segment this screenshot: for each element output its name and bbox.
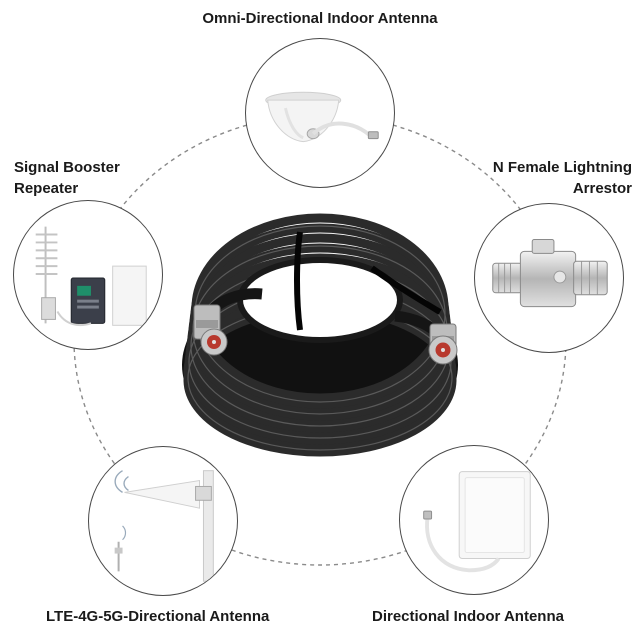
lightning-arrestor-label-line2: Arrestor	[572, 180, 632, 197]
right-n-connector	[428, 323, 458, 365]
signal-booster-kit-icon	[35, 226, 147, 327]
lte-antenna-label-text: LTE-4G-5G-Directional Antenna	[46, 608, 270, 625]
lte-antenna-label: LTE-4G-5G-Directional Antenna	[46, 606, 269, 627]
panel-antenna-label-text: Directional Indoor Antenna	[372, 608, 564, 625]
signal-booster-label-line1: Signal Booster	[14, 159, 120, 176]
lte-antenna-bubble	[88, 446, 238, 596]
signal-booster-label-line2: Repeater	[14, 180, 79, 197]
lightning-arrestor-bubble	[474, 203, 624, 353]
lightning-arrestor-label-line1: N Female Lightning	[492, 159, 632, 176]
panel-antenna-icon	[423, 471, 531, 573]
omni-antenna-label-text: Omni-Directional Indoor Antenna	[202, 10, 438, 27]
lightning-arrestor-icon	[492, 239, 608, 308]
signal-booster-label: Signal Booster Repeater	[14, 157, 120, 199]
left-n-connector	[193, 304, 228, 356]
yagi-lpda-antenna-icon	[114, 470, 214, 582]
panel-antenna-label: Directional Indoor Antenna	[372, 606, 564, 627]
lightning-arrestor-label: N Female Lightning Arrestor	[493, 157, 632, 199]
panel-antenna-bubble	[399, 445, 549, 595]
omni-antenna-label: Omni-Directional Indoor Antenna	[0, 8, 640, 29]
signal-booster-bubble	[13, 200, 163, 350]
ceiling-dome-antenna-icon	[265, 91, 379, 143]
omni-antenna-bubble	[245, 38, 395, 188]
